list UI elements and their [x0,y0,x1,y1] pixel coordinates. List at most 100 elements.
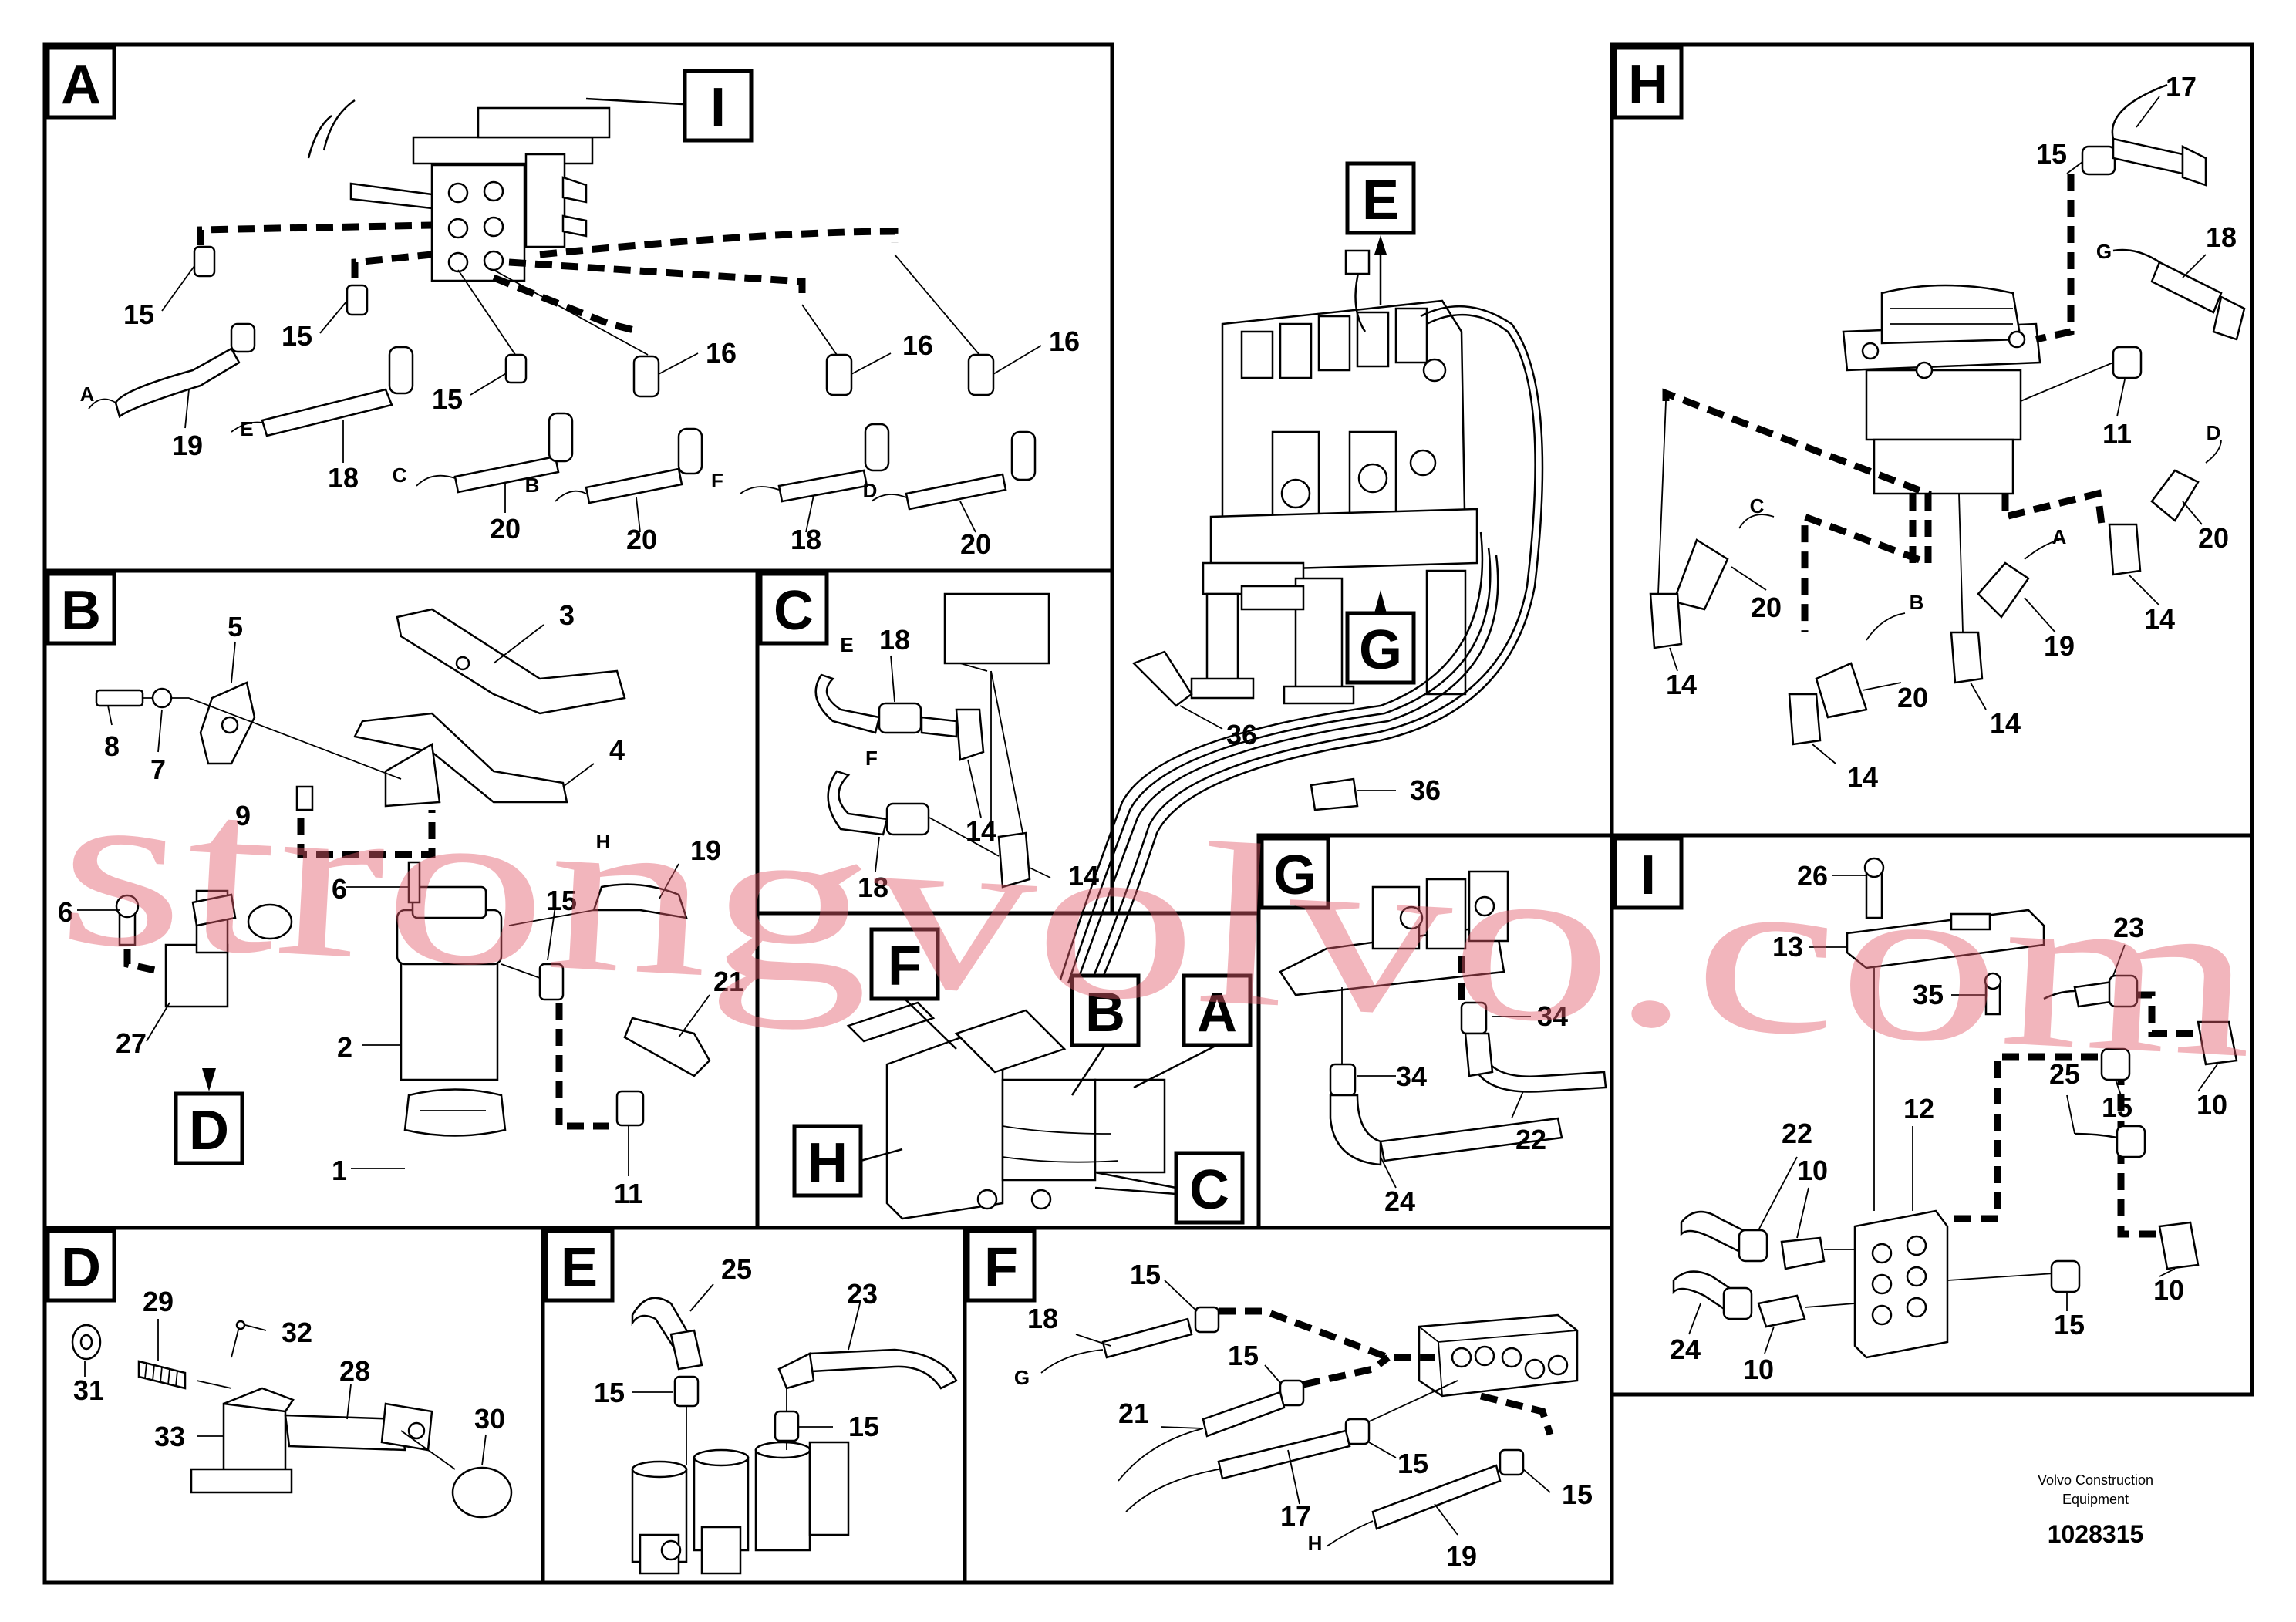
label-15: 15 [2054,1309,2085,1340]
main-tag-e-box [1345,161,1416,235]
label-24: 24 [1670,1334,1701,1365]
label-11: 11 [614,1178,643,1209]
panel-c-tag-box [758,572,829,646]
panel-i-tag-box [1613,836,1684,910]
port-letter: C [1750,494,1765,518]
label-10: 10 [2197,1089,2227,1121]
panel-g-tag-box [1259,836,1330,910]
label-14: 14 [2144,603,2175,635]
label-15: 15 [1130,1259,1161,1290]
panel-c-tag: C [774,580,814,642]
hose-20 [585,467,683,504]
port-letter: C [393,464,407,487]
label-20: 20 [1897,682,1928,713]
panel-a-sub-tag: I [710,77,726,139]
fitting-15 [504,353,528,384]
panel-i-frame [1610,833,2254,1397]
knob [451,1466,513,1519]
main-tag-a: A [1197,982,1237,1044]
label-24: 24 [1384,1185,1415,1217]
switch-body [396,885,507,1137]
manifold-block [1853,1209,1949,1359]
port-letter: E [840,633,853,656]
port-letter: A [80,383,95,406]
hose-20 [905,473,1007,511]
label-31: 31 [73,1374,104,1406]
main-tag-f-box [869,927,940,1001]
port-letter: H [596,830,611,853]
label-14: 14 [1666,669,1697,700]
valve-block [307,99,611,282]
fitting-16 [825,353,853,396]
label-28: 28 [339,1355,370,1387]
panel-a-tag-box [46,46,116,120]
label-10: 10 [2153,1274,2184,1306]
panel-d-tag-box [46,1229,116,1303]
label-19: 19 [172,430,203,461]
hose-19 [114,347,241,419]
label-18: 18 [1027,1303,1058,1334]
label-20: 20 [2198,522,2229,554]
panel-e-tag: E [561,1237,598,1299]
main-tag-a-box [1182,973,1253,1047]
port-letter: F [865,747,878,770]
label-19: 19 [1446,1540,1477,1572]
fitting-15 [193,245,216,278]
port-letter: E [240,417,253,440]
label-35: 35 [1913,979,1944,1010]
hose-18 [261,388,393,437]
hose-20 [453,455,560,494]
drawing-number: 1028315 [2048,1520,2144,1548]
panel-b: B D [46,572,744,1209]
label-16: 16 [706,337,737,369]
label-18: 18 [858,872,888,903]
label-16: 16 [1049,325,1080,357]
panel-h-tag-box [1613,46,1684,120]
label-15: 15 [1562,1479,1593,1510]
label-36: 36 [1410,774,1441,806]
label-15: 15 [848,1411,879,1442]
label-6: 6 [58,896,73,928]
main-assembly: E G 36 36 F B A H C [792,161,1544,1225]
panel-g-tag: G [1273,845,1317,906]
label-18: 18 [791,524,821,555]
hose-18 [777,469,868,503]
port-letter: B [1910,591,1924,614]
label-11: 11 [2102,418,2132,450]
port-letter: A [2052,525,2067,548]
label-20: 20 [960,528,991,560]
port-letter: B [525,474,540,497]
hose-bundle [1059,269,1544,996]
port-letter: G [1014,1366,1030,1389]
pilot-valve [1842,284,2041,495]
label-15: 15 [1228,1340,1259,1371]
panel-f-tag: F [984,1237,1018,1299]
label-7: 7 [150,754,166,785]
label-8: 8 [104,730,120,762]
panel-c: C 18 14 18 14 E F [758,572,1099,903]
label-19: 19 [2044,630,2075,662]
label-10: 10 [1743,1354,1774,1385]
main-tag-b: B [1085,982,1125,1044]
label-17: 17 [2166,71,2197,103]
label-16: 16 [902,329,933,361]
label-15: 15 [432,383,463,415]
panel-h: H [1613,46,2246,793]
label-6: 6 [332,873,347,905]
label-15: 15 [594,1377,625,1408]
label-26: 26 [1797,860,1828,892]
panel-h-tag: H [1628,54,1668,116]
label-14: 14 [1068,860,1099,892]
label-1: 1 [332,1155,347,1186]
fitting-15 [346,284,369,316]
panel-d-tag: D [61,1237,101,1299]
panel-e: E 25 23 15 15 [544,1229,958,1575]
label-32: 32 [282,1317,312,1348]
label-19: 19 [690,835,721,866]
label-22: 22 [1515,1124,1546,1155]
label-15: 15 [1397,1448,1428,1479]
panel-e-tag-box [544,1229,615,1303]
panel-i-tag: I [1640,845,1656,906]
port-letter: G [2096,240,2112,263]
